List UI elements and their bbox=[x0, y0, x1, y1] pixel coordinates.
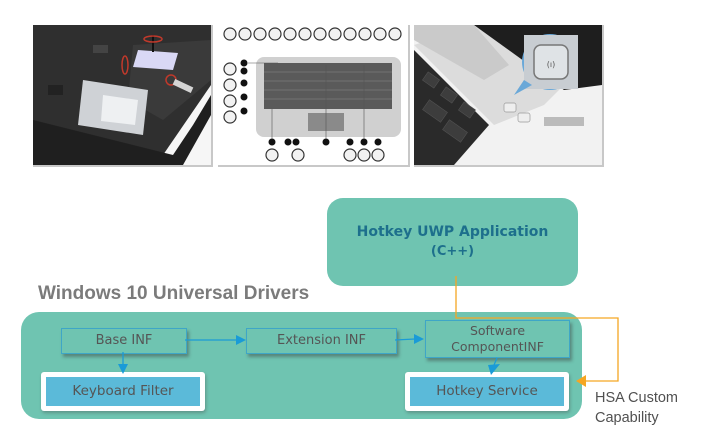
app-title: Hotkey UWP Application bbox=[356, 224, 549, 240]
software-inf-line1: Software bbox=[469, 323, 526, 338]
keyboard-filter-label: Keyboard Filter bbox=[46, 377, 200, 406]
hotkey-service-box: Hotkey Service bbox=[405, 372, 569, 411]
hdd-photo bbox=[33, 25, 213, 167]
section-title: Windows 10 Universal Drivers bbox=[38, 283, 310, 304]
extension-inf-box: Extension INF bbox=[246, 328, 397, 354]
hotkey-service-label: Hotkey Service bbox=[410, 377, 564, 406]
hotkey-uwp-application-box: Hotkey UWP Application (C++) bbox=[327, 198, 578, 286]
software-component-inf-box: Software ComponentINF bbox=[425, 320, 570, 358]
hsa-custom-capability-label: HSA Custom Capability bbox=[595, 388, 678, 428]
app-language: (C++) bbox=[430, 244, 475, 259]
wireless-button-photo: (ı) bbox=[414, 25, 604, 167]
keyboard-filter-box: Keyboard Filter bbox=[41, 372, 205, 411]
svg-text:(ı): (ı) bbox=[547, 60, 555, 69]
hsa-label-line1: HSA Custom bbox=[595, 390, 678, 406]
hsa-label-line2: Capability bbox=[595, 410, 659, 426]
base-inf-box: Base INF bbox=[61, 328, 187, 354]
keyboard-hotkey-diagram bbox=[218, 25, 410, 167]
software-inf-line2: ComponentINF bbox=[451, 339, 544, 354]
